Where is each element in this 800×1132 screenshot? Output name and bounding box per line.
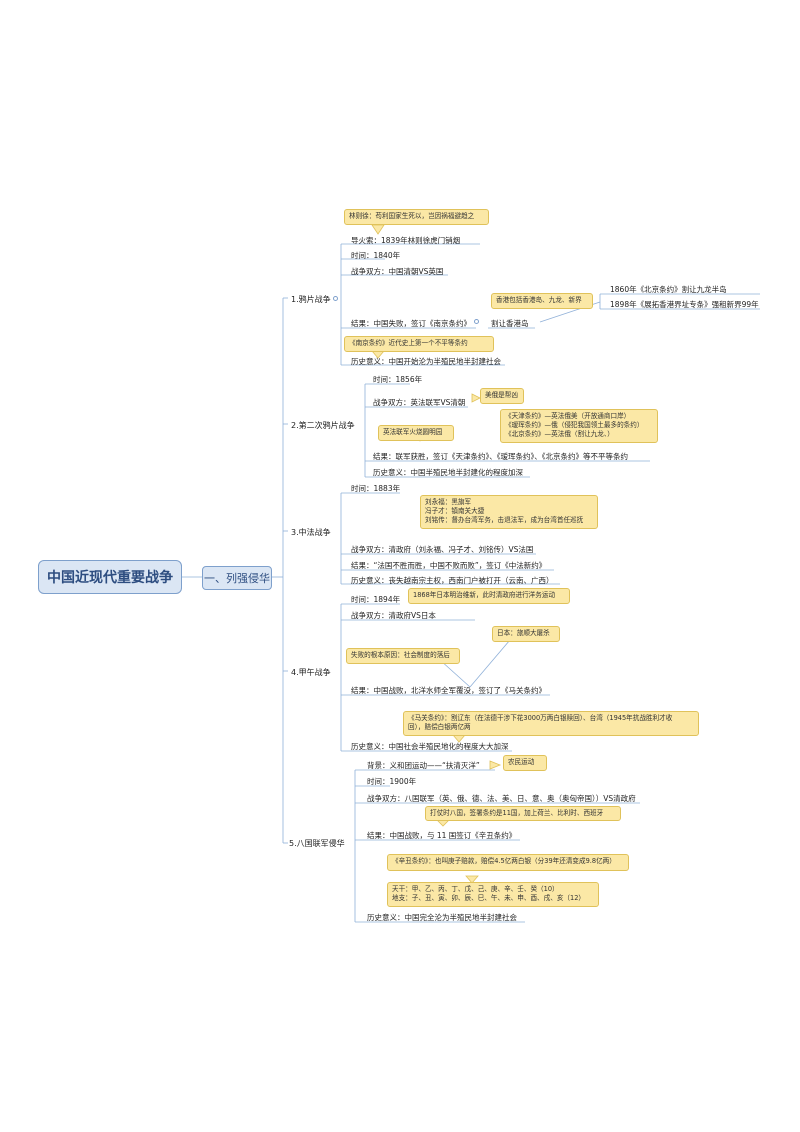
leaf-significance[interactable]: 历史意义：丧失越南宗主权，西南门户被打开（云南、广西） — [351, 576, 554, 585]
note-lushun-massacre: 日本：旅顺大屠杀 — [492, 626, 560, 642]
collapse-toggle-icon[interactable] — [474, 319, 479, 324]
note-nanjing-treaty: 《南京条约》近代史上第一个不平等条约 — [344, 336, 494, 352]
leaf-time[interactable]: 时间：1856年 — [373, 375, 423, 384]
leaf-significance[interactable]: 历史意义：中国半殖民地半封建化的程度加深 — [373, 468, 523, 477]
leaf-beijing-treaty-kowloon[interactable]: 1860年《北京条约》割让九龙半岛 — [610, 285, 727, 294]
note-boxer-protocol: 《辛丑条约》：也叫庚子赔款，赔偿4.5亿两白银（分39年还清变成9.8亿两） — [387, 854, 629, 871]
note-generals: 刘永福：黑旗军 冯子才：镇南关大捷 刘铭传：督办台湾军务，击退法军，成为台湾首任… — [420, 495, 598, 529]
leaf-result[interactable]: 结果：“法国不胜而胜，中国不败而败”，签订《中法新约》 — [351, 561, 547, 570]
leaf-cede-hk-island[interactable]: 割让香港岛 — [491, 319, 529, 328]
leaf-parties[interactable]: 战争双方：清政府（刘永福、冯子才、刘铭传）VS法国 — [351, 545, 534, 554]
leaf-result[interactable]: 结果：中国失败，签订《南京条约》 — [351, 319, 471, 328]
leaf-time[interactable]: 时间：1840年 — [351, 251, 401, 260]
leaf-parties[interactable]: 战争双方：清政府VS日本 — [351, 611, 436, 620]
note-shimonoseki: 《马关条约》：割辽东（在法德干涉下花3000万两白银赎回）、台湾（1945年抗战… — [403, 711, 699, 736]
leaf-time[interactable]: 时间：1883年 — [351, 484, 401, 493]
leaf-trigger[interactable]: 导火索：1839年林则徐虎门销烟 — [351, 236, 461, 245]
note-meiji: 1868年日本明治维新，此时清政府进行洋务运动 — [408, 588, 570, 604]
leaf-time[interactable]: 时间：1894年 — [351, 595, 401, 604]
leaf-background[interactable]: 背景：义和团运动——“扶清灭洋” — [367, 761, 480, 770]
note-lin-zexu: 林则徐：苟利国家生死以，岂因祸福避趋之 — [344, 209, 489, 225]
note-eleven-nations: 打仗时八国，签署条约是11国，加上荷兰、比利时、西班牙 — [425, 806, 621, 821]
note-root-cause: 失败的根本原因：社会制度的落后 — [346, 648, 460, 664]
main-topic[interactable]: 一、列强侵华 — [202, 566, 272, 590]
branch-opium-war[interactable]: 1.鸦片战争 — [291, 295, 331, 304]
leaf-time[interactable]: 时间：1900年 — [367, 777, 417, 786]
leaf-parties[interactable]: 战争双方：中国清朝VS英国 — [351, 267, 444, 276]
note-heavenly-stems: 天干：甲、乙、丙、丁、戊、己、庚、辛、壬、癸（10） 地支：子、丑、寅、卯、辰、… — [387, 882, 599, 907]
leaf-significance[interactable]: 历史意义：中国完全沦为半殖民地半封建社会 — [367, 913, 517, 922]
note-us-russia: 美俄是帮凶 — [480, 388, 524, 404]
leaf-new-territories[interactable]: 1898年《展拓香港界址专条》强租新界99年 — [610, 300, 759, 309]
leaf-parties[interactable]: 战争双方：英法联军VS清朝 — [373, 398, 466, 407]
leaf-result[interactable]: 结果：联军获胜，签订《天津条约》、《瑷珲条约》、《北京条约》等不平等条约 — [373, 452, 628, 461]
leaf-result[interactable]: 结果：中国战败，北洋水师全军覆没，签订了《马关条约》 — [351, 686, 546, 695]
note-summer-palace: 英法联军火烧圆明园 — [378, 425, 454, 441]
leaf-significance[interactable]: 历史意义：中国社会半殖民地化的程度大大加深 — [351, 742, 509, 751]
note-treaties: 《天津条约》—英法俄美（开放通商口岸） 《瑷珲条约》—俄（侵犯我国领土最多的条约… — [500, 409, 658, 443]
branch-sino-french-war[interactable]: 3.中法战争 — [291, 528, 331, 537]
note-hong-kong: 香港包括香港岛、九龙、新界 — [491, 293, 593, 309]
leaf-significance[interactable]: 历史意义：中国开始沦为半殖民地半封建社会 — [351, 357, 501, 366]
collapse-toggle-icon[interactable] — [333, 296, 338, 301]
note-peasant-movement: 农民运动 — [503, 755, 547, 771]
branch-second-opium-war[interactable]: 2.第二次鸦片战争 — [291, 421, 355, 430]
root-topic[interactable]: 中国近现代重要战争 — [38, 560, 182, 594]
leaf-result[interactable]: 结果：中国战败，与 11 国签订《辛丑条约》 — [367, 831, 517, 840]
leaf-parties[interactable]: 战争双方：八国联军（英、俄、德、法、美、日、意、奥（奥匈帝国））VS清政府 — [367, 794, 636, 803]
branch-first-sino-japanese-war[interactable]: 4.甲午战争 — [291, 668, 331, 677]
branch-eight-nation-alliance[interactable]: 5.八国联军侵华 — [289, 839, 345, 848]
